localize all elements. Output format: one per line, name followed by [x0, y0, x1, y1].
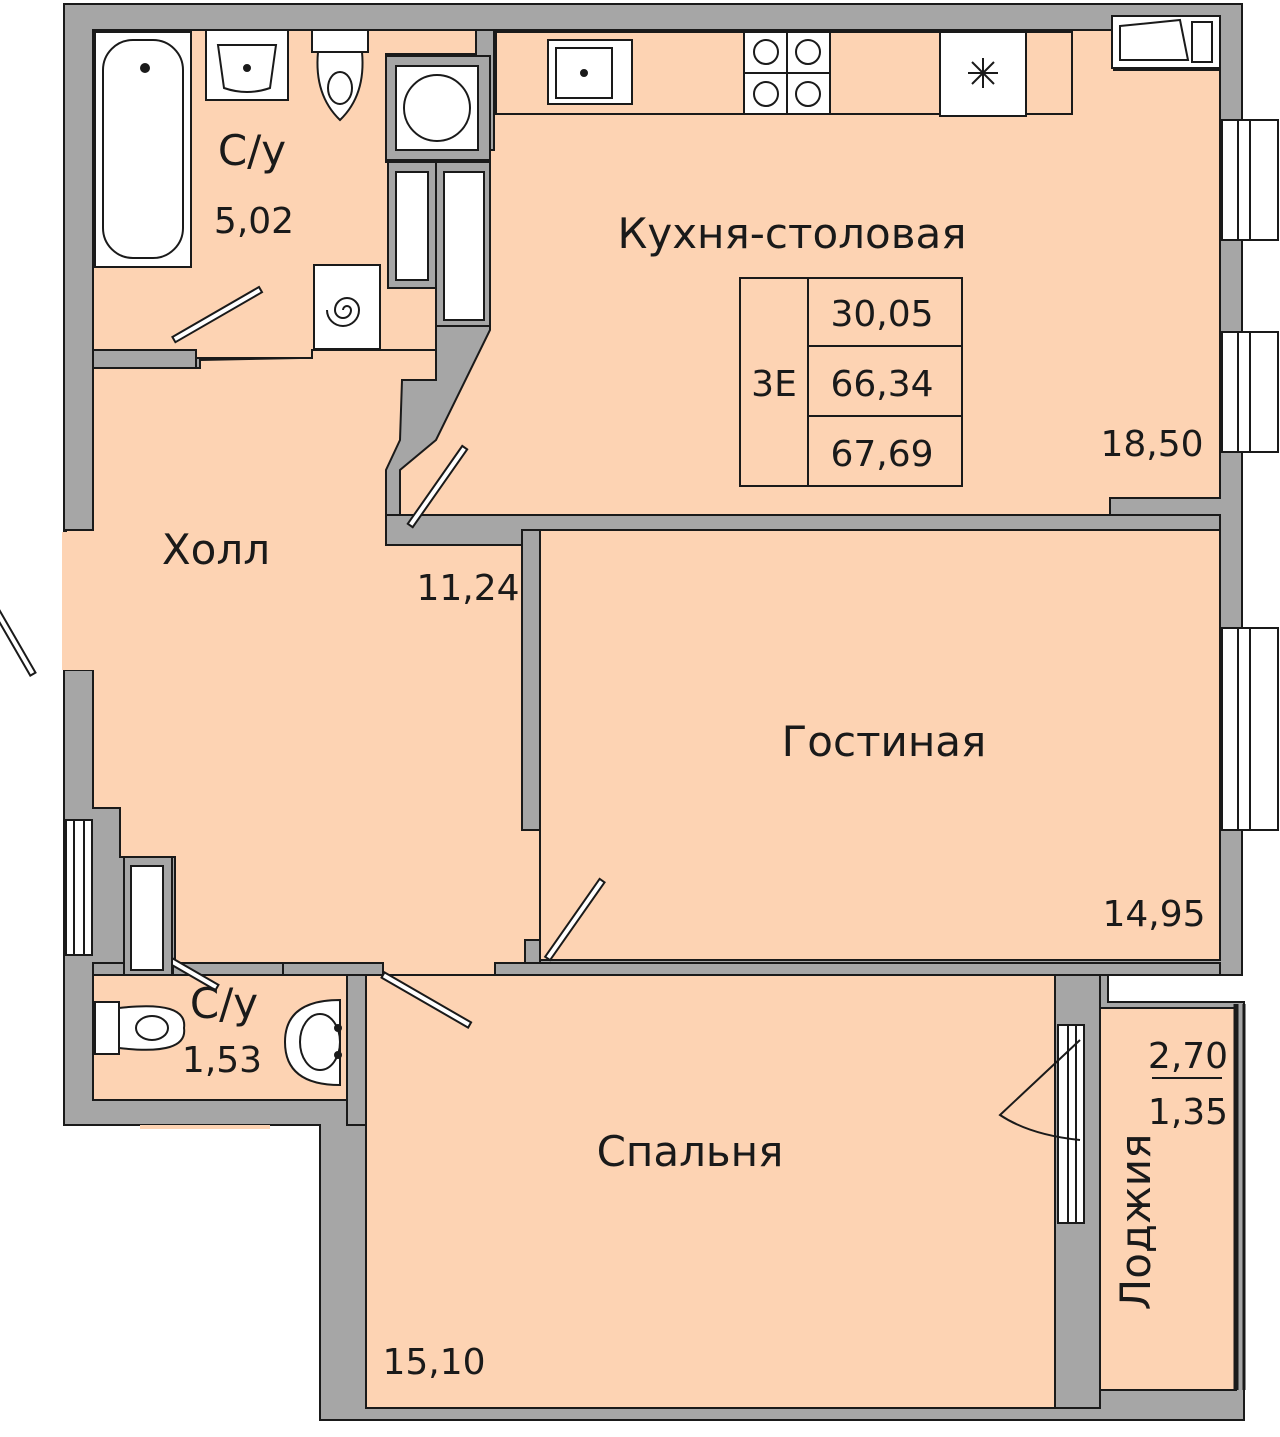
bathroom-name: С/у: [218, 126, 286, 175]
hall-name: Холл: [162, 525, 270, 574]
wall-hall-living: [521, 529, 541, 831]
toilet-icon: [94, 1001, 186, 1055]
door-leaf-living: [543, 877, 606, 962]
door-leaf-entry: [0, 562, 37, 677]
entry-gap: [62, 532, 94, 670]
living-name: Гостиная: [782, 717, 987, 766]
labels: С/у 5,02 Кухня-столовая 18,50 3Е 30,05 6…: [162, 126, 1228, 1383]
living-area-value: 30,05: [830, 294, 933, 335]
hood-icon: [939, 31, 1027, 117]
wall-bath-bottom: [92, 349, 197, 369]
washbasin-icon: [205, 29, 289, 101]
toilet-area: 1,53: [182, 1040, 262, 1081]
toilet-corner-patch: [140, 1125, 270, 1129]
washbasin-icon: [283, 998, 342, 1087]
kitchen-fixtures: [495, 15, 1221, 117]
window-kitchen-1: [1221, 119, 1279, 241]
bedroom-area: 15,10: [382, 1342, 485, 1383]
window-living: [1221, 627, 1279, 831]
wall-living-bedroom: [494, 962, 1221, 976]
hall-area: 11,24: [416, 568, 519, 609]
fridge-icon: [1111, 15, 1221, 69]
toilet-fixtures: [94, 856, 342, 1087]
radiator-icon: [65, 819, 93, 956]
kitchen-name: Кухня-столовая: [618, 209, 967, 258]
total-with-loggia-value: 67,69: [830, 434, 933, 475]
door-leaf-bedroom: [380, 971, 473, 1029]
loggia-glazing: [1233, 1004, 1246, 1390]
stove-icon: [743, 31, 831, 115]
toilet-icon: [311, 29, 369, 122]
bathtub-icon: [94, 31, 192, 268]
window-kitchen-2: [1221, 331, 1279, 453]
windows: [65, 119, 1279, 1390]
door-swing-loggia: [998, 1039, 1081, 1141]
toilet-name: С/у: [190, 979, 258, 1028]
cabinet-icon: [387, 161, 491, 327]
boiler-icon: [313, 264, 381, 350]
washing-machine-icon: [385, 55, 491, 161]
wall-living-bedroom-stub: [524, 939, 541, 964]
sink-icon: [547, 39, 633, 105]
loggia-area-full: 2,70: [1148, 1036, 1228, 1077]
cabinet-icon: [123, 856, 173, 976]
bathroom-area: 5,02: [214, 201, 294, 242]
table-frame: [739, 277, 963, 487]
apartment-type: 3Е: [751, 364, 797, 405]
bedroom-name: Спальня: [597, 1127, 784, 1176]
loggia-name: Лоджия: [1111, 1134, 1160, 1311]
loggia-area-reduced: 1,35: [1148, 1092, 1228, 1133]
kitchen-area: 18,50: [1100, 424, 1203, 465]
door-leaf-bathroom: [171, 285, 264, 344]
window-bedroom-door: [1057, 1024, 1085, 1224]
living-area: 14,95: [1102, 894, 1205, 935]
wall-hall-toilet-2: [282, 962, 384, 976]
area-summary-table: [739, 277, 963, 487]
wall-toilet-bedroom: [346, 974, 367, 1126]
bathroom-fixtures: [94, 29, 491, 350]
total-area-value: 66,34: [830, 364, 933, 405]
door-leaf-kitchen: [406, 444, 469, 529]
